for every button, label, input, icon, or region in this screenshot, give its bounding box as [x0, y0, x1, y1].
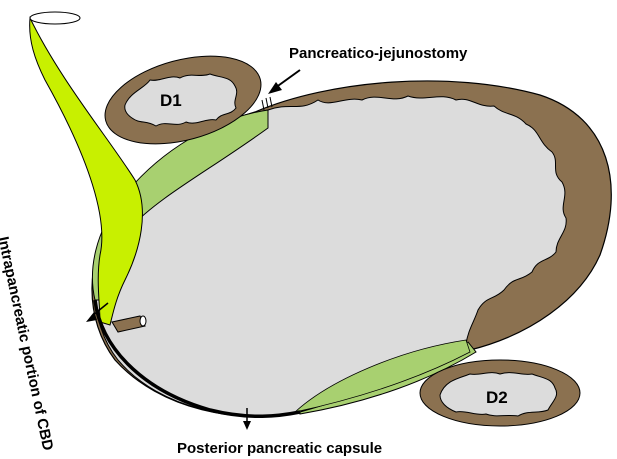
- bile-duct-end: [30, 12, 80, 24]
- duct-stump-opening: [140, 316, 146, 326]
- label-posterior-pancreatic-capsule: Posterior pancreatic capsule: [177, 440, 382, 457]
- arrow-pancreatico-jejunostomy: [268, 70, 300, 94]
- label-pancreatico-jejunostomy: Pancreatico-jejunostomy: [289, 45, 467, 62]
- label-d1: D1: [160, 91, 182, 111]
- label-d2: D2: [486, 388, 508, 408]
- common-bile-duct: [30, 18, 143, 325]
